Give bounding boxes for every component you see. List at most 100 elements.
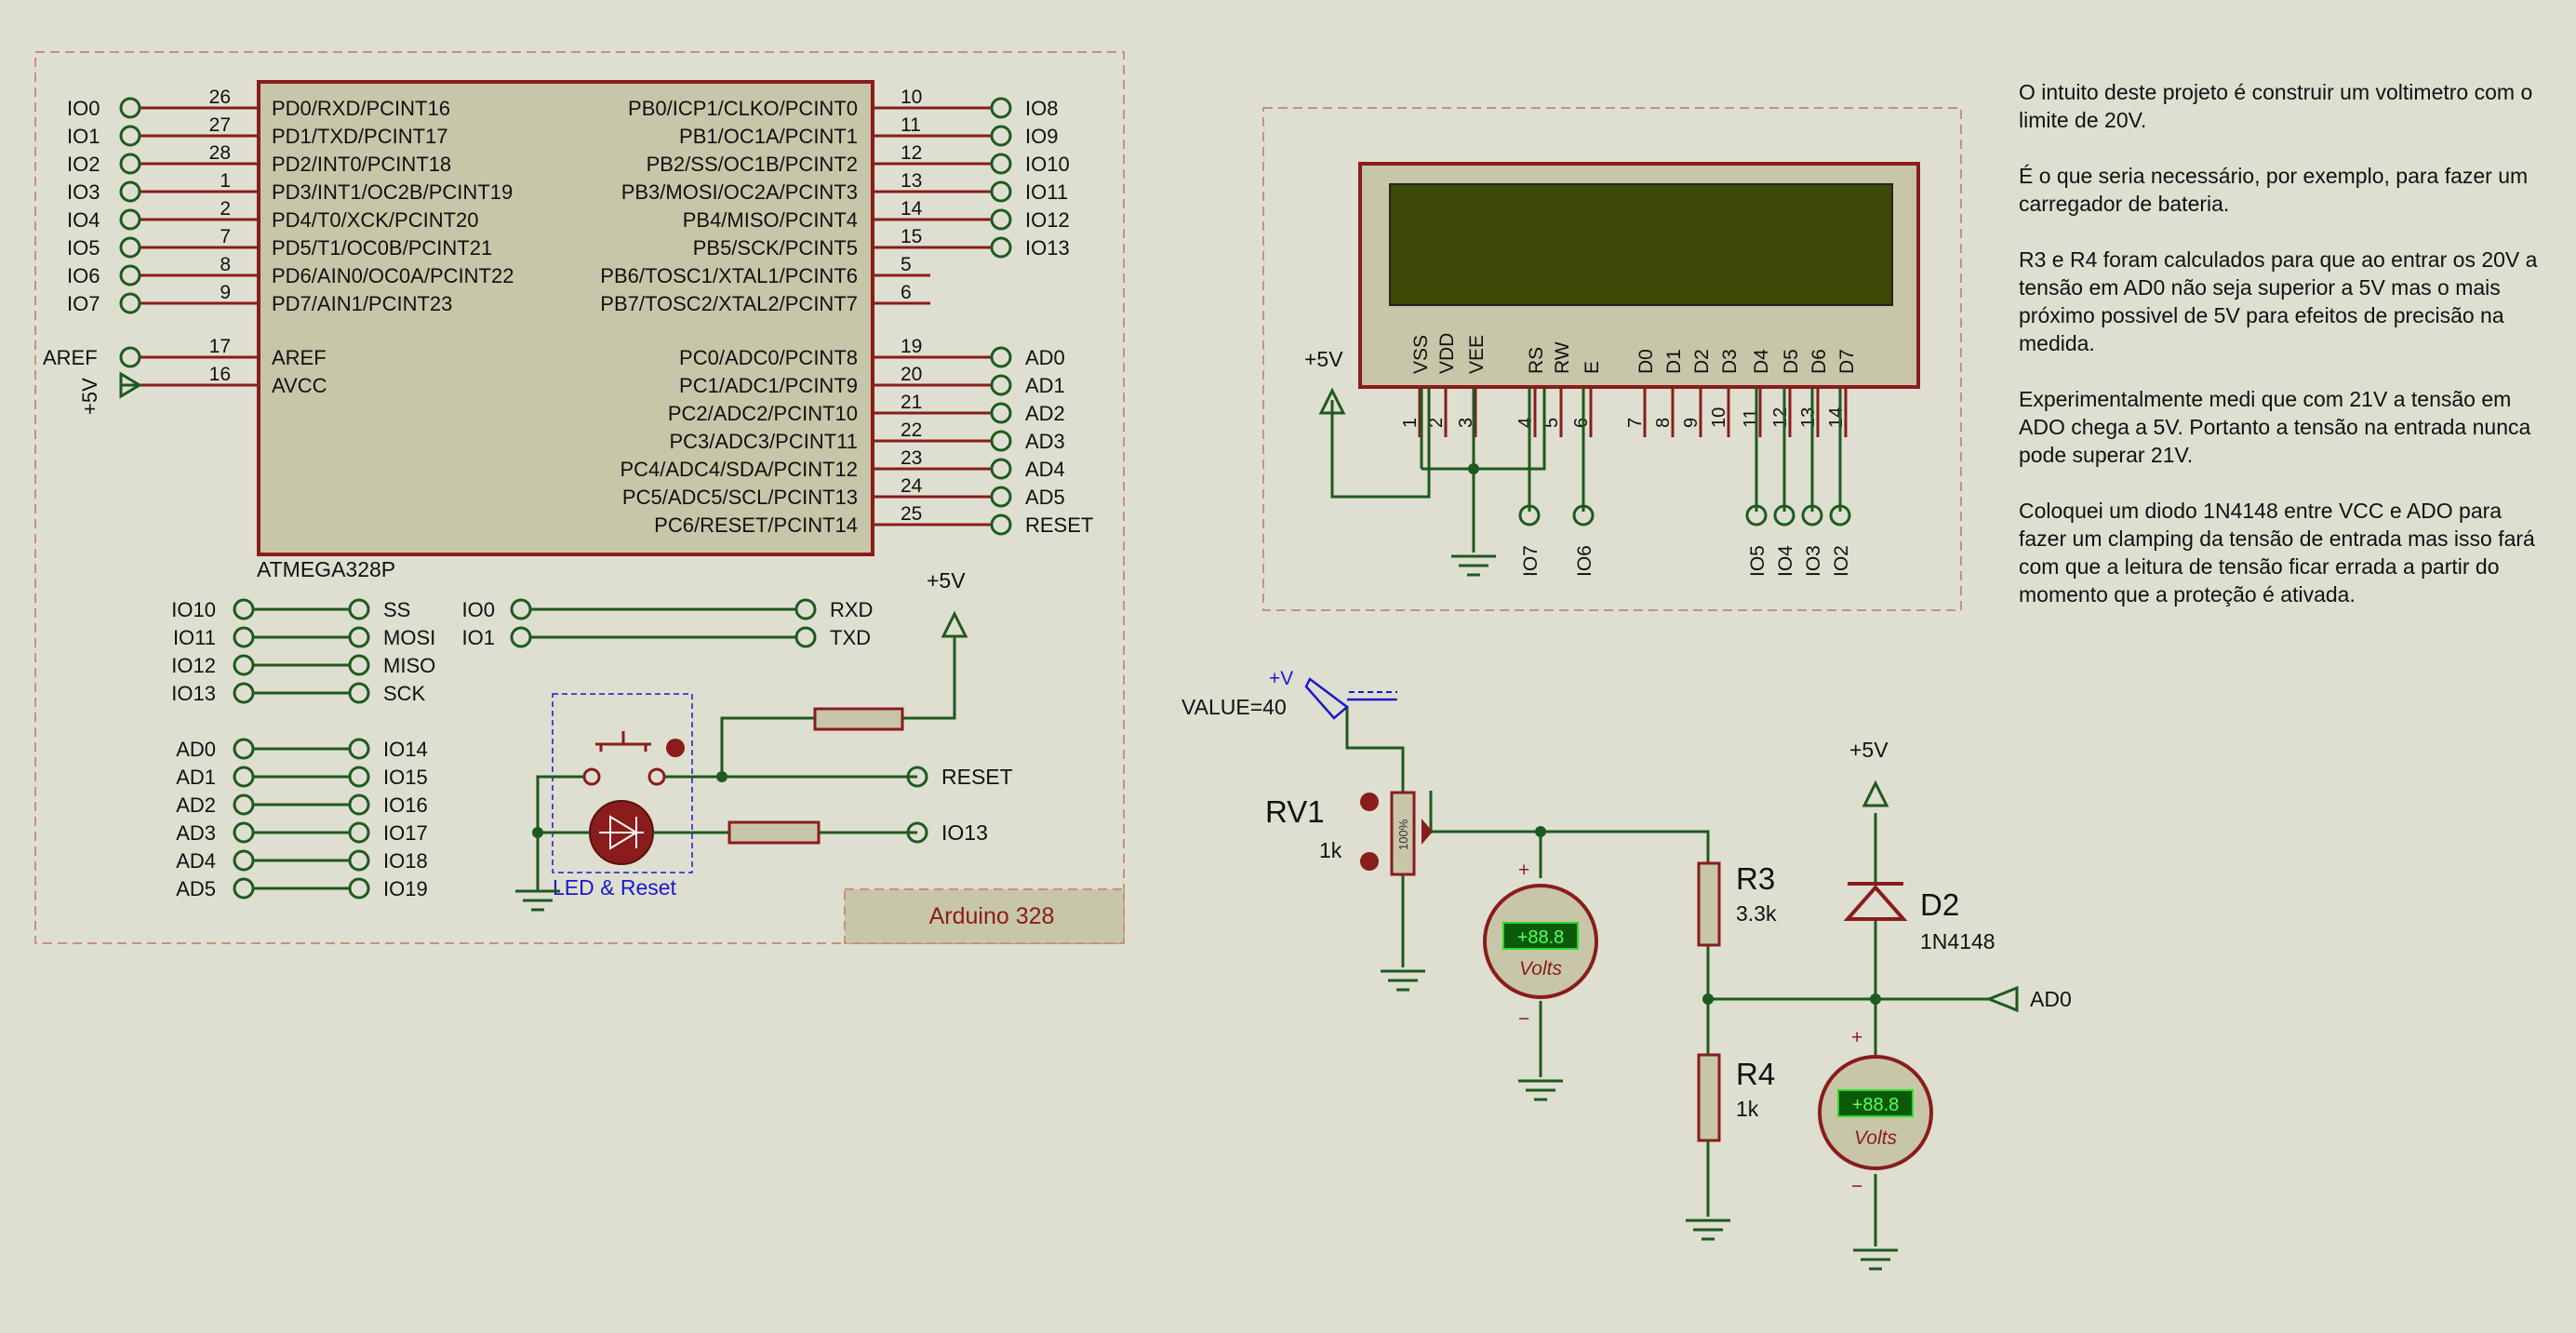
terminal[interactable] <box>233 766 255 788</box>
terminal[interactable] <box>119 180 141 203</box>
mcu-pin-number: 24 <box>901 475 923 497</box>
terminal[interactable] <box>233 738 255 760</box>
alias-to: IO15 <box>383 766 428 789</box>
mcu-pin-net: IO9 <box>1025 125 1058 148</box>
terminal[interactable] <box>794 626 817 648</box>
terminal[interactable] <box>1801 504 1823 527</box>
terminal[interactable] <box>990 208 1012 231</box>
alias-from: IO0 <box>462 598 495 621</box>
r4-value: 1k <box>1736 1097 1759 1121</box>
rv1-increase-icon[interactable] <box>1360 793 1379 811</box>
terminal[interactable] <box>119 346 141 368</box>
terminal[interactable] <box>1745 504 1768 527</box>
alias-from: IO10 <box>171 598 216 621</box>
reset-pullup-resistor <box>813 707 904 731</box>
terminal[interactable] <box>906 766 928 788</box>
terminal[interactable] <box>348 821 370 844</box>
terminal[interactable] <box>990 486 1012 508</box>
button-terminal-right <box>647 767 666 786</box>
mcu-pin-net: AD3 <box>1025 430 1065 453</box>
lcd-pin-name: VDD <box>1436 333 1458 374</box>
mcu-pin-number: 7 <box>220 226 231 247</box>
terminal[interactable] <box>906 821 928 844</box>
terminal[interactable] <box>233 626 255 648</box>
terminal[interactable] <box>233 598 255 620</box>
lcd-pin-name: D5 <box>1781 349 1802 374</box>
terminal[interactable] <box>990 180 1012 203</box>
mcu-pin-net: AD4 <box>1025 458 1065 481</box>
terminal[interactable] <box>348 626 370 648</box>
terminal[interactable] <box>1829 504 1851 527</box>
mcu-pin-net: IO13 <box>1025 236 1070 260</box>
terminal[interactable] <box>348 793 370 816</box>
terminal[interactable] <box>990 97 1012 119</box>
reset-power-label: +5V <box>927 568 966 593</box>
terminal[interactable] <box>233 793 255 816</box>
terminal[interactable] <box>348 654 370 676</box>
terminal[interactable] <box>348 598 370 620</box>
mcu-pin-label: PB3/MOSI/OC2A/PCINT3 <box>621 180 858 204</box>
terminal[interactable] <box>1572 504 1595 527</box>
terminal[interactable] <box>1773 504 1795 527</box>
terminal[interactable] <box>510 598 532 620</box>
terminal[interactable] <box>990 374 1012 396</box>
junction-dot <box>1870 993 1881 1005</box>
lcd-pin-name: RW <box>1552 341 1573 374</box>
terminal[interactable] <box>990 153 1012 175</box>
alias-from: AD1 <box>176 766 216 789</box>
terminal[interactable] <box>1518 504 1541 527</box>
lcd-pin-name: D2 <box>1691 349 1713 374</box>
terminal[interactable] <box>119 153 141 175</box>
lcd-pin-name: VSS <box>1410 335 1432 374</box>
d2-value: 1N4148 <box>1920 929 1995 953</box>
mcu-pin-net: IO1 <box>67 125 100 148</box>
terminal[interactable] <box>348 849 370 872</box>
terminal[interactable] <box>348 738 370 760</box>
alias-to: IO17 <box>383 821 428 845</box>
terminal[interactable] <box>119 125 141 147</box>
terminal[interactable] <box>990 236 1012 259</box>
terminal[interactable] <box>119 236 141 259</box>
junction-dot <box>716 771 727 782</box>
note-paragraph: Experimentalmente medi que com 21V a ten… <box>2019 387 2531 467</box>
terminal[interactable] <box>233 877 255 900</box>
mcu-pin-net: IO2 <box>67 153 100 176</box>
terminal[interactable] <box>348 877 370 900</box>
voltmeter-1-display <box>1502 922 1579 950</box>
lcd-power-wires <box>1330 389 1842 553</box>
terminal[interactable] <box>990 346 1012 368</box>
terminal[interactable] <box>348 766 370 788</box>
terminal[interactable] <box>990 513 1012 536</box>
button-control-icon[interactable] <box>666 739 685 757</box>
terminal[interactable] <box>990 402 1012 424</box>
terminal[interactable] <box>990 458 1012 480</box>
mcu-pin-net: AD2 <box>1025 402 1065 425</box>
terminal[interactable] <box>233 654 255 676</box>
mcu-pin-number: 20 <box>901 364 922 385</box>
terminal[interactable] <box>119 264 141 287</box>
lcd-pin-name: D3 <box>1719 349 1741 374</box>
lcd-pin-number: 6 <box>1571 418 1592 428</box>
terminal[interactable] <box>233 821 255 844</box>
terminal[interactable] <box>990 125 1012 147</box>
led-reset-group-frame <box>552 693 693 873</box>
mcu-pin-net: IO10 <box>1025 153 1070 176</box>
terminal[interactable] <box>348 682 370 704</box>
r3-resistor <box>1697 861 1721 947</box>
mcu-pin-label: PC0/ADC0/PCINT8 <box>679 346 858 369</box>
terminal[interactable] <box>510 626 532 648</box>
terminal[interactable] <box>119 97 141 119</box>
mcu-pin-net: IO12 <box>1025 208 1070 232</box>
terminal[interactable] <box>233 682 255 704</box>
terminal[interactable] <box>233 849 255 872</box>
terminal[interactable] <box>119 208 141 231</box>
d2-ref: D2 <box>1920 887 1959 922</box>
terminal[interactable] <box>119 292 141 314</box>
terminal[interactable] <box>794 598 817 620</box>
led-reset-group-label: LED & Reset <box>553 875 677 900</box>
terminal[interactable] <box>990 430 1012 452</box>
rv1-decrease-icon[interactable] <box>1360 852 1379 871</box>
reset-net-label: RESET <box>941 765 1013 789</box>
note-paragraph: O intuito deste projeto é construir um v… <box>2019 80 2533 132</box>
